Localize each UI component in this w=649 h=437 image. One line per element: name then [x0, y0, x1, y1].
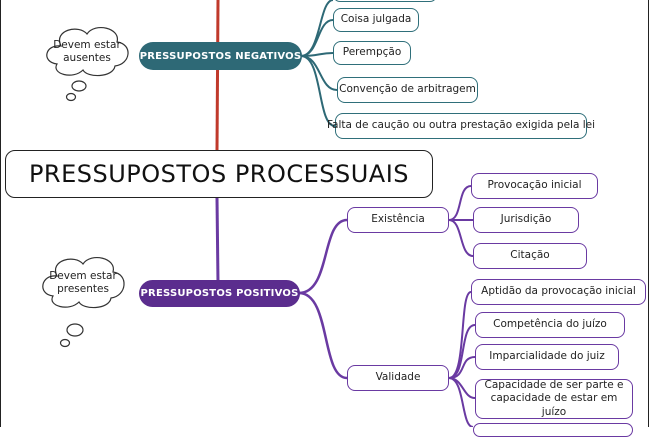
- valid-aptidao[interactable]: Aptidão da provocação inicial: [471, 279, 646, 305]
- neg-item-perempcao[interactable]: Perempção: [333, 41, 411, 65]
- thought-cloud-positive: [42, 256, 125, 348]
- valid-capacidade[interactable]: Capacidade de ser parte e capacidade de …: [475, 379, 633, 419]
- exist-link-citacao: [448, 219, 474, 257]
- neg-link-top: [300, 0, 334, 57]
- neg-item-coisa-julgada[interactable]: Coisa julgada: [333, 8, 419, 32]
- branch-positive[interactable]: PRESSUPOSTOS POSITIVOS: [139, 280, 300, 307]
- pos-validade[interactable]: Validade: [347, 365, 449, 391]
- branch-negative[interactable]: PRESSUPOSTOS NEGATIVOS: [139, 42, 302, 70]
- neg-item-falta-caucao[interactable]: Falta de caução ou outra prestação exigi…: [327, 113, 595, 139]
- note-negative-line2: ausentes: [63, 51, 111, 64]
- neg-link-falta: [300, 55, 336, 127]
- exist-citacao[interactable]: Citação: [473, 243, 587, 269]
- note-negative: Devem estar ausentes: [47, 39, 127, 64]
- central-topic[interactable]: PRESSUPOSTOS PROCESSUAIS: [5, 150, 433, 198]
- valid-imparcialidade[interactable]: Imparcialidade do juiz: [475, 344, 619, 370]
- trunk-bottom-line: [215, 197, 220, 284]
- neg-link-coisa: [300, 19, 334, 57]
- valid-link-imparcialidade: [448, 356, 476, 379]
- neg-item-partial-top[interactable]: [333, 0, 437, 2]
- trunk-top-line: [215, 0, 220, 151]
- pos-link-existencia: [298, 218, 348, 295]
- exist-link-provocacao: [448, 185, 472, 221]
- pos-existencia[interactable]: Existência: [347, 207, 449, 233]
- note-positive-line1: Devem estar: [49, 270, 117, 282]
- valid-link-capacidade: [448, 377, 476, 399]
- note-positive: Devem estar presentes: [43, 270, 123, 295]
- neg-item-convencao[interactable]: Convenção de arbitragem: [337, 77, 478, 103]
- exist-provocacao-inicial[interactable]: Provocação inicial: [471, 173, 598, 199]
- note-negative-line1: Devem estar: [53, 39, 121, 51]
- connector-lines: [42, 0, 476, 427]
- valid-competencia[interactable]: Competência do juízo: [475, 312, 625, 338]
- note-positive-line2: presentes: [57, 282, 109, 295]
- pos-link-validade: [298, 291, 348, 380]
- valid-link-more: [448, 377, 474, 427]
- exist-jurisdicao[interactable]: Jurisdição: [473, 207, 579, 233]
- valid-item-partial-bottom[interactable]: [473, 423, 633, 437]
- thought-cloud-negative: [46, 26, 129, 102]
